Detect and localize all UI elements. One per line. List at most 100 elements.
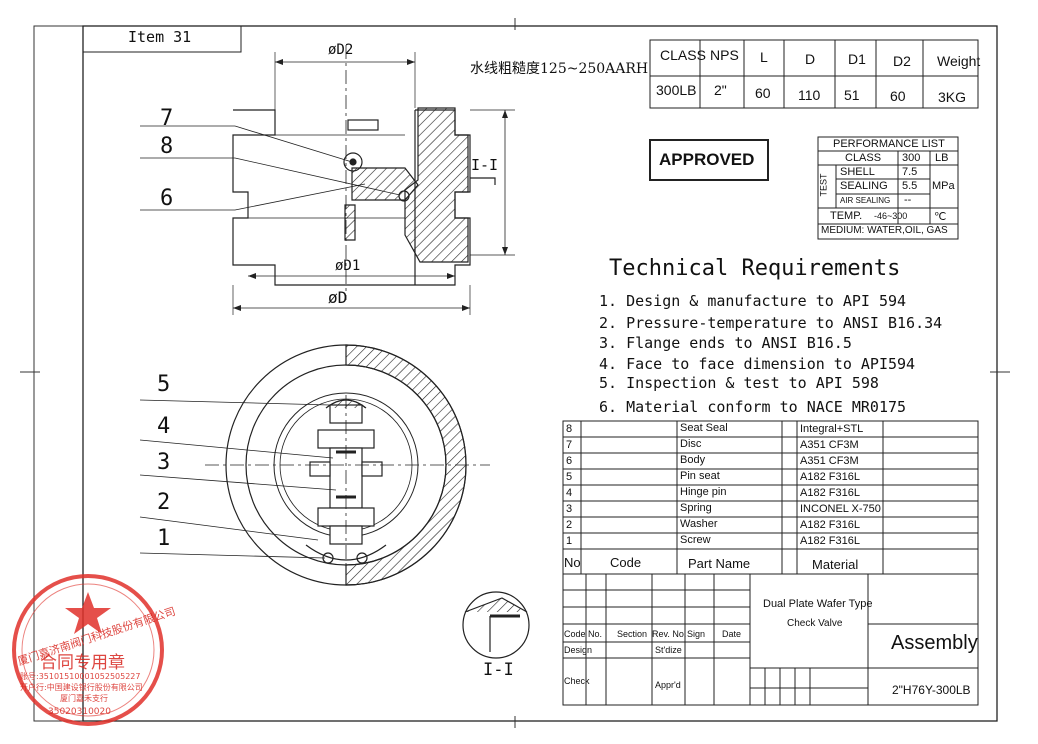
part-material: INCONEL X-750 [800, 503, 881, 515]
part-no: 5 [566, 471, 573, 483]
performance-sealing-label: SEALING [840, 180, 888, 192]
performance-class-value: 300 [902, 152, 921, 164]
valve-type: Dual Plate Wafer Type [763, 598, 873, 610]
approved-label: APPROVED [659, 150, 755, 169]
part-material: A182 F316L [800, 535, 860, 547]
callout-1: 1 [157, 526, 171, 551]
performance-shell-label: SHELL [840, 166, 875, 178]
performance-temp-value: -46~300 [874, 211, 908, 221]
part-name: Hinge pin [680, 486, 727, 498]
performance-class-unit: LB [935, 152, 949, 164]
dim-d-label: øD [328, 288, 348, 307]
callout-7: 7 [160, 106, 174, 131]
tech-item-6: 6. Material conform to NACE MR0175 [599, 398, 907, 416]
item-label: Item 31 [128, 28, 192, 46]
tb-code-label: Code [564, 629, 586, 639]
callout-6: 6 [160, 186, 174, 211]
part-name: Washer [680, 518, 718, 530]
tb-sign-label: Sign [687, 629, 706, 639]
parts-list-grid [562, 420, 979, 575]
part-no: 2 [566, 519, 573, 531]
parts-header-name: Part Name [688, 556, 751, 571]
part-name: Spring [680, 502, 712, 514]
detail-view-label: I-I [483, 660, 514, 680]
part-no: 6 [566, 455, 573, 467]
title-block-grid [562, 573, 979, 706]
dim-value-d1: 51 [844, 87, 860, 103]
model-number: 2"H76Y-300LB [892, 683, 971, 697]
dim-header-class: CLASS [660, 47, 706, 63]
dimension-table-grid [649, 39, 979, 109]
performance-air-value: -- [904, 194, 912, 206]
part-no: 3 [566, 503, 573, 515]
part-material: A182 F316L [800, 471, 860, 483]
seal-serial: 35020310020 [48, 707, 111, 717]
part-no: 1 [566, 535, 573, 547]
dim-header-l: L [760, 49, 768, 65]
part-no: 4 [566, 487, 573, 499]
seal-branch: 厦门嘉禾支行 [60, 694, 108, 703]
part-name: Pin seat [680, 470, 720, 482]
performance-title: PERFORMANCE LIST [833, 138, 945, 150]
dim-value-d2: 60 [890, 88, 906, 104]
item-box [82, 25, 242, 53]
callout-4: 4 [157, 414, 171, 439]
dim-header-d: D [805, 51, 816, 67]
tb-apprd-label: Appr'd [655, 680, 681, 690]
performance-temp-label: TEMP. [830, 210, 863, 222]
callout-5: 5 [157, 372, 171, 397]
performance-class-label: CLASS [845, 152, 882, 164]
dim-header-d2: D2 [893, 53, 911, 69]
performance-shell-value: 7.5 [902, 166, 918, 178]
part-name: Seat Seal [680, 422, 728, 434]
dim-header-nps: NPS [710, 47, 739, 63]
dim-d2-label: øD2 [328, 42, 354, 58]
tb-stdize-label: St'dize [655, 645, 682, 655]
performance-pressure-unit: MPa [932, 180, 955, 192]
tech-item-4: 4. Face to face dimension to API594 [599, 355, 916, 373]
seal-graphic [12, 574, 164, 726]
section-mark-label: I-I [471, 156, 499, 174]
part-material: A351 CF3M [800, 439, 859, 451]
dim-value-d: 110 [798, 87, 821, 103]
dim-value-nps: 2" [714, 82, 727, 98]
tech-item-2: 2. Pressure-temperature to ANSI B16.34 [599, 314, 943, 332]
callout-3: 3 [157, 450, 171, 475]
roughness-note: 水线粗糙度125~250AARH [470, 61, 649, 77]
company-seal: 厦门嘉济南阀门科技股份有限公司 合同专用章 账号:351015100010525… [8, 570, 177, 730]
tech-title: Technical Requirements [609, 256, 901, 281]
part-name: Disc [680, 438, 702, 450]
part-material: Integral+STL [800, 423, 864, 435]
dim-value-l: 60 [755, 85, 771, 101]
performance-table-grid [817, 136, 959, 240]
performance-medium: MEDIUM: WATER,OIL, GAS [821, 225, 948, 236]
tech-item-5: 5. Inspection & test to API 598 [599, 374, 879, 392]
tb-check-label: Check [564, 676, 590, 686]
dim-d1-label: øD1 [335, 258, 361, 274]
dim-value-weight: 3KG [938, 89, 967, 105]
tb-no-label: No. [588, 629, 603, 639]
seal-account: 账号:35101510001052505227 [20, 672, 141, 681]
parts-header-material: Material [812, 557, 859, 572]
part-name: Body [680, 454, 706, 466]
dim-value-class: 300LB [656, 82, 697, 98]
part-no: 7 [566, 439, 573, 451]
tech-item-1: 1. Design & manufacture to API 594 [599, 292, 907, 310]
detail-view [462, 591, 530, 659]
approved-box [649, 139, 769, 181]
tech-item-3: 3. Flange ends to ANSI B16.5 [599, 334, 852, 352]
callout-8: 8 [160, 134, 174, 159]
seal-special: 合同专用章 [40, 653, 125, 673]
side-section-view [140, 45, 515, 315]
part-material: A351 CF3M [800, 455, 859, 467]
callout-2: 2 [157, 490, 171, 515]
parts-header-code: Code [610, 555, 642, 570]
performance-temp-unit: ℃ [934, 211, 947, 223]
tb-section-label: Section [617, 629, 648, 639]
performance-sealing-value: 5.5 [902, 180, 918, 192]
parts-header-no: No [564, 555, 581, 570]
part-no: 8 [566, 423, 573, 435]
front-view [139, 344, 490, 586]
dim-header-d1: D1 [848, 51, 866, 67]
